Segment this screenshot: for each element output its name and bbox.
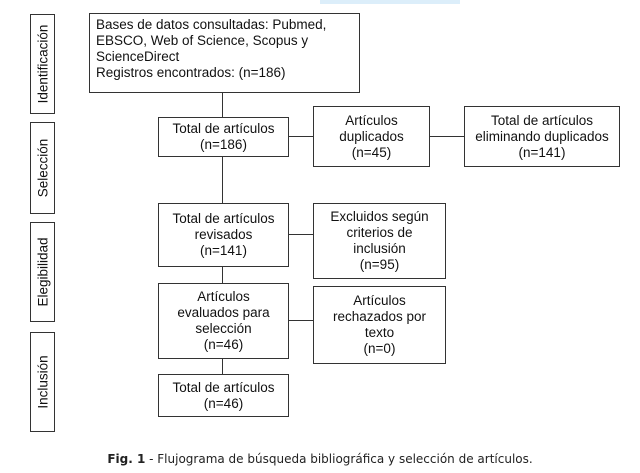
duplicados-line-2: duplicados xyxy=(339,128,404,144)
excluidos-line-4: (n=95) xyxy=(359,257,400,272)
eliminando-duplicados-box: Total de artículos eliminando duplicados… xyxy=(464,106,620,167)
databases-line-2: EBSCO, Web of Science, Scopus y xyxy=(96,33,309,48)
stage-elegibilidad: Elegibilidad xyxy=(30,222,55,322)
stage-seleccion: Selección xyxy=(30,122,55,214)
evaluados-box: Artículos evaluados para selección (n=46… xyxy=(158,283,289,359)
databases-line-1: Bases de datos consultadas: Pubmed, xyxy=(96,17,327,32)
evaluados-line-4: (n=46) xyxy=(203,337,244,352)
evaluados-line-3: selección xyxy=(195,321,252,336)
connector-evaluados-to-final xyxy=(222,359,223,374)
top-decoration-bar xyxy=(320,0,460,4)
rechazados-line-2: rechazados por xyxy=(332,309,427,324)
final-total-line-2: (n=46) xyxy=(203,395,244,411)
stage-identificacion-label: Identificación xyxy=(35,24,50,104)
figure-caption-label: Fig. 1 xyxy=(107,452,146,466)
connector-revisados-to-excluidos xyxy=(289,234,313,235)
rechazados-line-1: Artículos xyxy=(353,293,406,308)
final-total-line-1: Total de artículos xyxy=(172,379,275,395)
connector-duplicados-to-eliminados xyxy=(430,136,464,137)
total-articulos-line-2: (n=186) xyxy=(200,137,247,152)
excluidos-box: Excluidos según criterios de inclusión (… xyxy=(313,203,446,279)
duplicados-line-1: Artículos xyxy=(345,112,398,128)
revisados-line-3: (n=141) xyxy=(200,243,247,258)
stage-elegibilidad-label: Elegibilidad xyxy=(35,237,50,307)
connector-total-to-revisados xyxy=(222,157,223,203)
evaluados-line-2: evaluados para xyxy=(177,305,270,320)
excluidos-line-2: criterios de xyxy=(346,225,413,240)
revisados-box: Total de artículos revisados (n=141) xyxy=(158,203,289,267)
databases-line-4: Registros encontrados: (n=186) xyxy=(96,65,286,80)
stage-inclusion-label: Inclusión xyxy=(35,355,50,409)
eliminando-duplicados-line-2: eliminando duplicados xyxy=(475,128,609,144)
duplicados-line-3: (n=45) xyxy=(351,144,392,160)
connector-databases-to-total xyxy=(222,93,223,117)
figure-caption: Fig. 1 - Flujograma de búsqueda bibliogr… xyxy=(0,452,640,466)
databases-line-3: ScienceDirect xyxy=(96,49,180,64)
final-total-box: Total de artículos (n=46) xyxy=(158,374,289,417)
revisados-line-1: Total de artículos xyxy=(172,211,275,226)
duplicados-box: Artículos duplicados (n=45) xyxy=(313,106,430,167)
stage-inclusion: Inclusión xyxy=(30,332,55,432)
total-articulos-box: Total de artículos (n=186) xyxy=(158,117,289,157)
revisados-line-2: revisados xyxy=(194,227,253,242)
excluidos-line-1: Excluidos según xyxy=(330,209,429,224)
rechazados-box: Artículos rechazados por texto (n=0) xyxy=(313,286,446,364)
connector-revisados-to-evaluados xyxy=(222,267,223,283)
stage-identificacion: Identificación xyxy=(30,14,55,114)
eliminando-duplicados-line-1: Total de artículos xyxy=(490,112,594,128)
total-articulos-line-1: Total de artículos xyxy=(172,121,275,136)
excluidos-line-3: inclusión xyxy=(353,241,406,256)
eliminando-duplicados-line-3: (n=141) xyxy=(518,144,566,160)
databases-box: Bases de datos consultadas: Pubmed, EBSC… xyxy=(89,13,360,93)
connector-total-to-duplicados xyxy=(289,136,313,137)
connector-evaluados-to-rechazados xyxy=(289,320,313,321)
rechazados-line-4: (n=0) xyxy=(363,341,396,356)
figure-caption-text: - Flujograma de búsqueda bibliográfica y… xyxy=(145,452,533,466)
evaluados-line-1: Artículos xyxy=(197,289,250,304)
stage-seleccion-label: Selección xyxy=(35,138,50,198)
rechazados-line-3: texto xyxy=(364,325,395,340)
